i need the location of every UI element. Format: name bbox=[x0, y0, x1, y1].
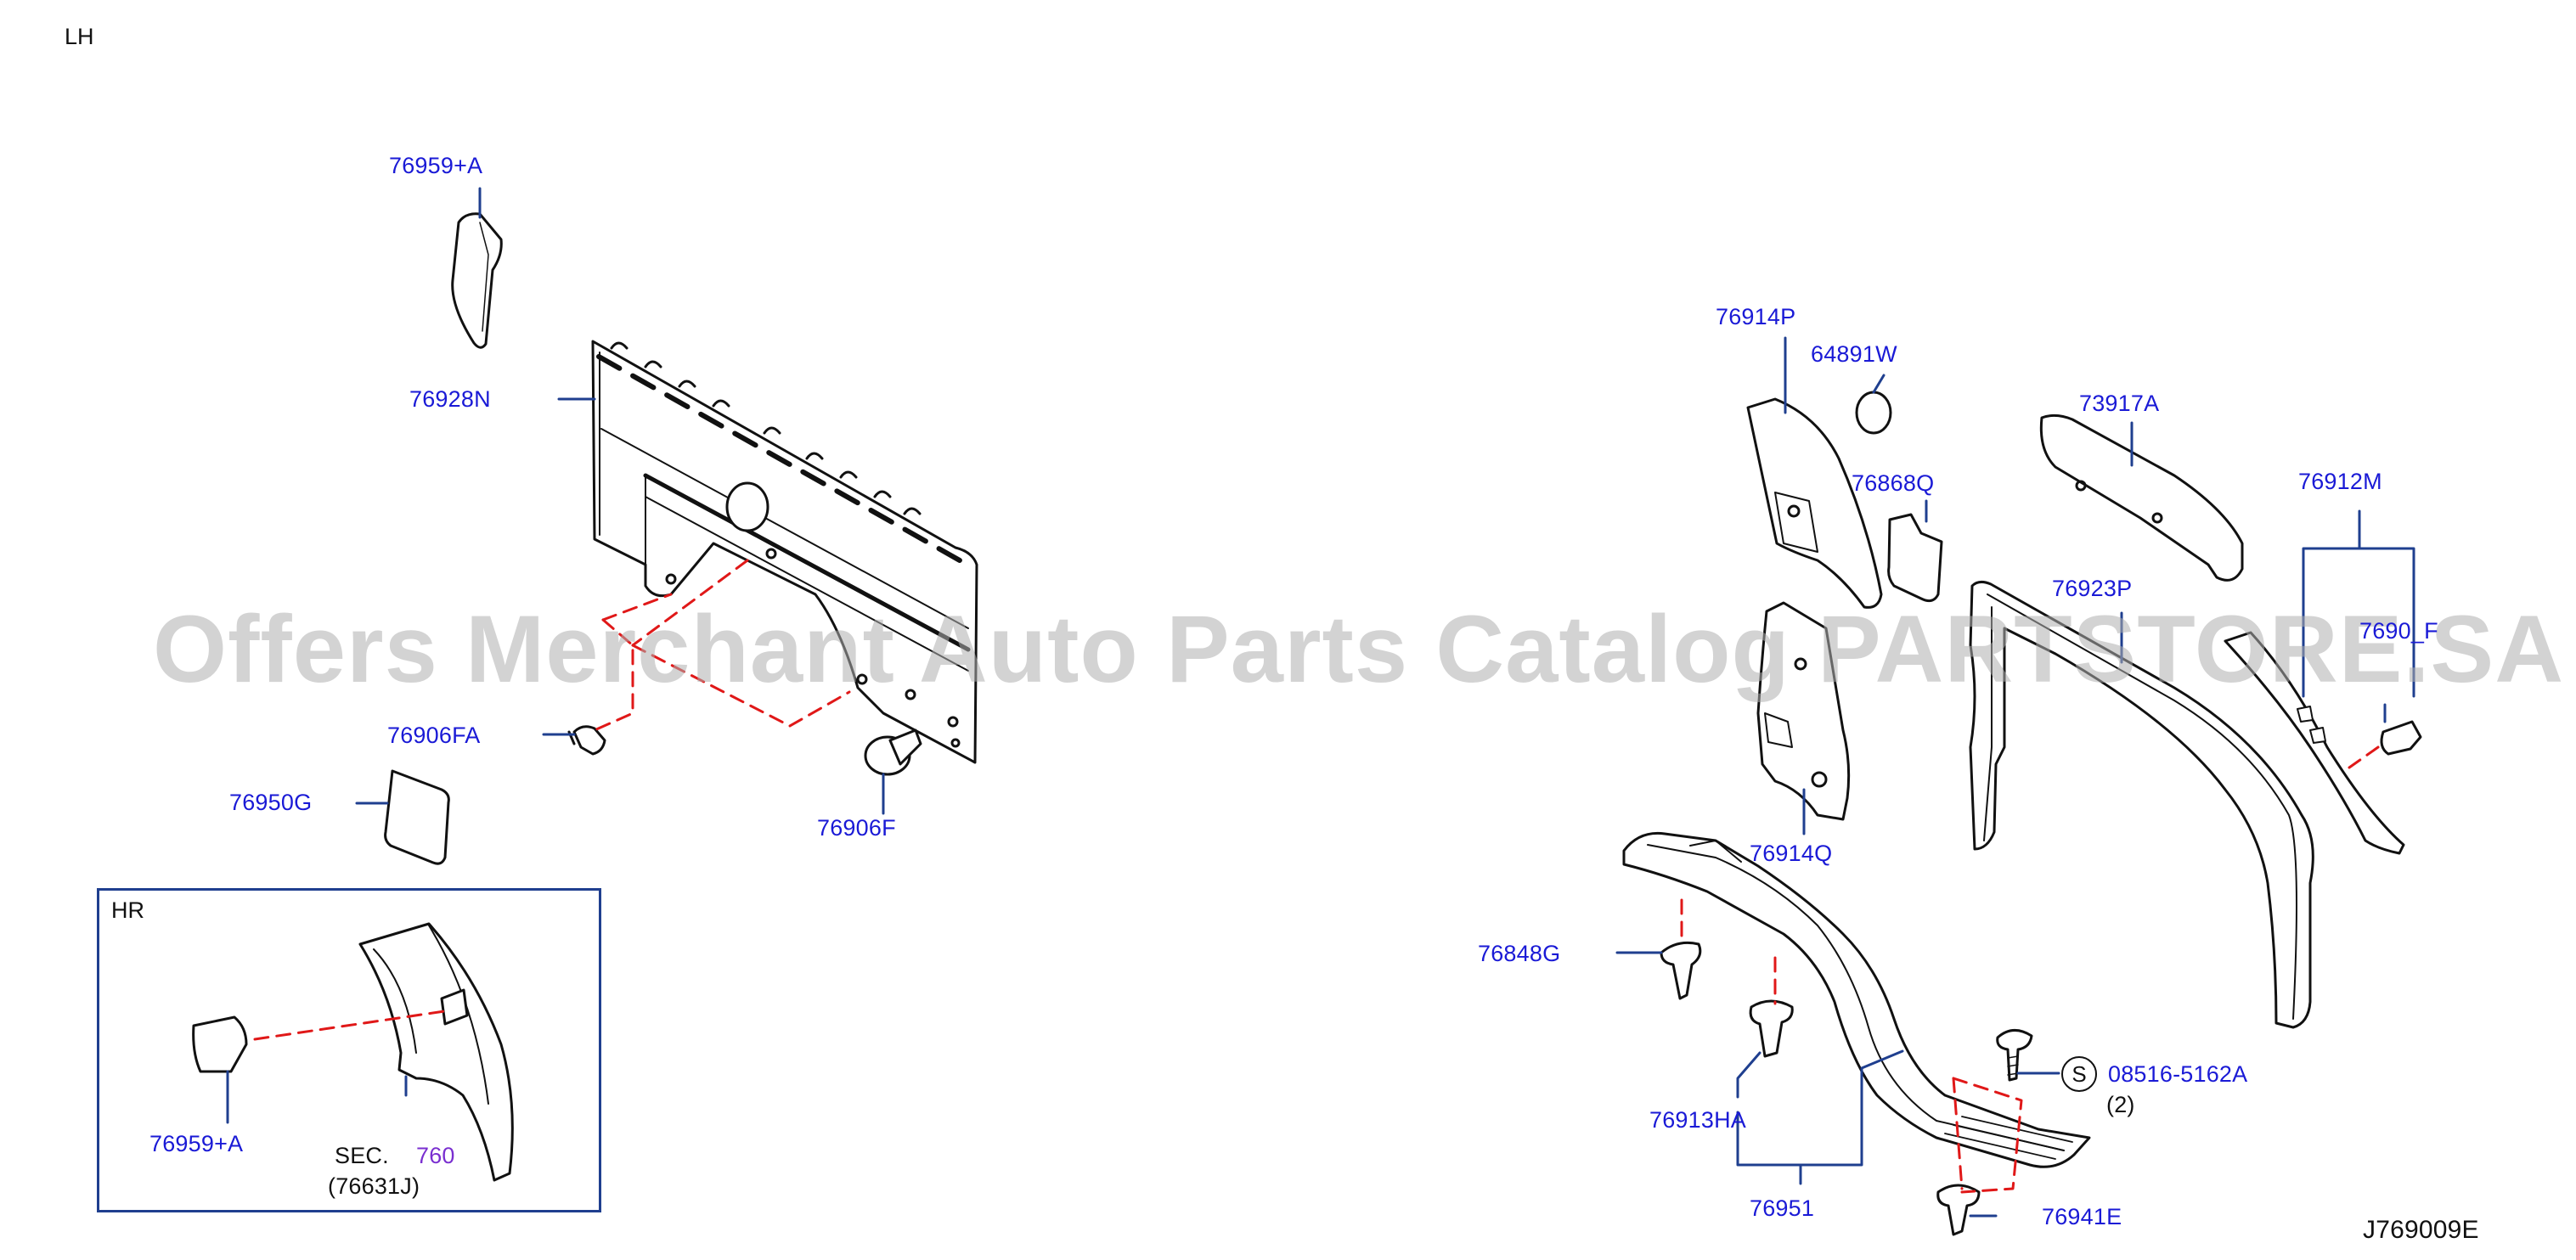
section-prefix: SEC. bbox=[335, 1143, 389, 1168]
standard-part-symbol: S bbox=[2061, 1056, 2097, 1092]
section-link[interactable]: 760 bbox=[416, 1143, 455, 1168]
label-76868Q[interactable]: 76868Q bbox=[1852, 470, 1935, 496]
part-76923P-frame[interactable] bbox=[1969, 580, 2314, 1029]
label-73917A[interactable]: 73917A bbox=[2079, 391, 2160, 416]
part-76951-sill[interactable] bbox=[1622, 831, 2091, 1168]
inset-box: HR bbox=[97, 888, 601, 1212]
diagram-id: J769009E bbox=[2363, 1216, 2479, 1244]
label-76923P[interactable]: 76923P bbox=[2052, 576, 2133, 601]
part-76868Q-pad[interactable] bbox=[1887, 513, 1943, 603]
label-76913HA[interactable]: 76913HA bbox=[1649, 1107, 1746, 1133]
part-76913HA-clip[interactable] bbox=[1749, 999, 1794, 1058]
label-76959A-inset[interactable]: 76959+A bbox=[149, 1131, 244, 1156]
part-64891W-plug[interactable] bbox=[1855, 391, 1892, 435]
label-76906FA[interactable]: 76906FA bbox=[387, 723, 481, 748]
part-76959A-trim[interactable] bbox=[451, 212, 503, 349]
label-64891W[interactable]: 64891W bbox=[1811, 341, 1897, 367]
label-76914Q[interactable]: 76914Q bbox=[1750, 841, 1833, 866]
label-08516-qty: (2) bbox=[2106, 1092, 2135, 1117]
corner-label: LH bbox=[65, 24, 94, 49]
part-76914P-trim[interactable] bbox=[1746, 397, 1883, 609]
label-76941E[interactable]: 76941E bbox=[2042, 1204, 2122, 1229]
label-76950G[interactable]: 76950G bbox=[229, 790, 313, 815]
label-76914P[interactable]: 76914P bbox=[1716, 304, 1796, 329]
inset-pillar-trim[interactable] bbox=[358, 922, 514, 1182]
label-76906F[interactable]: 76906F bbox=[817, 815, 896, 841]
part-76950G-pad[interactable] bbox=[384, 769, 450, 865]
part-7690F-clip[interactable] bbox=[2380, 720, 2422, 756]
part-76906FA-clip[interactable] bbox=[572, 725, 606, 756]
label-76928N[interactable]: 76928N bbox=[409, 386, 491, 412]
part-73917A-trim[interactable] bbox=[2039, 413, 2244, 582]
part-76848G-clip[interactable] bbox=[1660, 941, 1702, 1000]
inset-part-76959A[interactable] bbox=[192, 1015, 248, 1073]
label-76951[interactable]: 76951 bbox=[1750, 1195, 1815, 1221]
part-76914Q-trim[interactable] bbox=[1756, 601, 1851, 821]
part-08516-screw[interactable] bbox=[1996, 1029, 2033, 1082]
inset-label: HR bbox=[111, 897, 144, 923]
label-76848G[interactable]: 76848G bbox=[1478, 941, 1561, 966]
section-sub: (76631J) bbox=[328, 1173, 420, 1199]
part-76941E-clip[interactable] bbox=[1936, 1184, 1981, 1236]
label-08516-5162A[interactable]: 08516-5162A bbox=[2108, 1061, 2248, 1087]
label-76959A-top[interactable]: 76959+A bbox=[389, 153, 483, 178]
label-76912M[interactable]: 76912M bbox=[2298, 469, 2382, 494]
label-7690F[interactable]: 7690_F bbox=[2359, 618, 2438, 644]
